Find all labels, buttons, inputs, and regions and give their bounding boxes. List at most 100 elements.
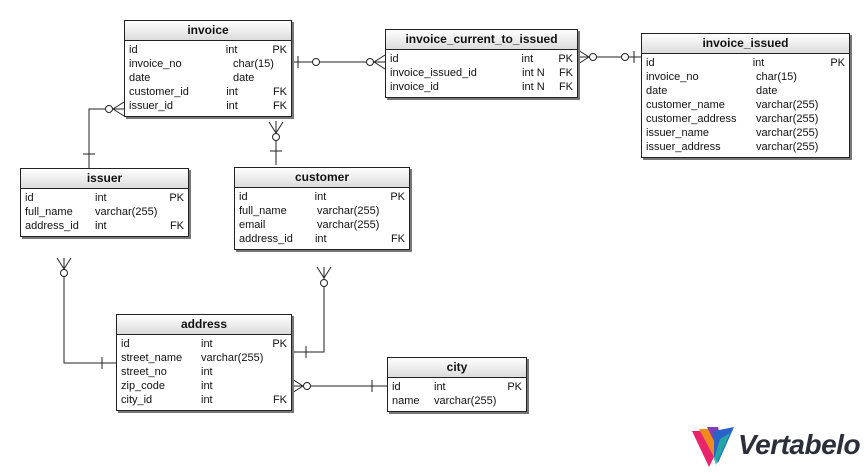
column-name: invoice_no xyxy=(646,71,699,83)
column-key: FK xyxy=(272,394,287,406)
column-type: int xyxy=(314,191,327,203)
column-name: date xyxy=(129,72,151,84)
column-type: int N xyxy=(522,81,545,93)
column-key: PK xyxy=(558,53,573,65)
table-title: address xyxy=(117,315,291,335)
column-name: name xyxy=(392,395,420,407)
column-name: date xyxy=(646,85,668,97)
column-name: address_id xyxy=(239,233,293,245)
column-type: varchar(255) xyxy=(756,127,819,139)
column-type: varchar(255) xyxy=(317,219,380,231)
column-name: full_name xyxy=(239,205,287,217)
column-key: FK xyxy=(272,100,287,112)
column-row[interactable]: id int PK xyxy=(646,56,845,70)
column-name: street_name xyxy=(121,352,183,364)
column-row[interactable]: invoice_no char(15) xyxy=(129,57,287,71)
column-type: int xyxy=(226,86,238,98)
table-title: city xyxy=(388,358,526,378)
column-type: varchar(255) xyxy=(317,205,380,217)
column-name: id xyxy=(390,53,399,65)
column-type: varchar(255) xyxy=(756,141,819,153)
column-name: city_id xyxy=(121,394,153,406)
column-type: int xyxy=(752,57,765,69)
table-title: invoice_issued xyxy=(642,34,849,54)
column-row[interactable]: full_name varchar(255) xyxy=(239,204,405,218)
column-name: id xyxy=(129,44,138,56)
column-type: int xyxy=(314,233,327,245)
column-row[interactable]: invoice_no char(15) xyxy=(646,70,845,84)
column-name: id xyxy=(239,191,248,203)
column-key: PK xyxy=(507,381,522,393)
vertabelo-mark-icon xyxy=(692,427,734,467)
column-row[interactable]: issuer_address varchar(255) xyxy=(646,140,845,154)
brand-name: Vertabelo xyxy=(738,429,861,460)
column-key: PK xyxy=(830,57,845,69)
column-type: int xyxy=(201,366,213,378)
column-type: int N xyxy=(522,67,545,79)
column-name: customer_address xyxy=(646,113,737,125)
table-title: customer xyxy=(235,168,409,188)
column-key: FK xyxy=(558,81,573,93)
column-type: int xyxy=(95,192,107,204)
column-name: id xyxy=(25,192,34,204)
column-name: street_no xyxy=(121,366,167,378)
column-type: int xyxy=(225,44,238,56)
column-name: id xyxy=(646,57,655,69)
column-row[interactable]: street_no int xyxy=(121,365,287,379)
column-type: varchar(255) xyxy=(756,113,819,125)
column-type: char(15) xyxy=(233,58,274,70)
column-key: FK xyxy=(169,220,184,232)
column-name: address_id xyxy=(25,220,79,232)
column-name: invoice_no xyxy=(129,58,182,70)
column-type: int xyxy=(201,380,213,392)
column-type: varchar(255) xyxy=(95,206,158,218)
column-row[interactable]: email varchar(255) xyxy=(239,218,405,232)
column-type: date xyxy=(233,72,255,84)
column-key: FK xyxy=(390,233,405,245)
column-name: invoice_id xyxy=(390,81,439,93)
column-type: int xyxy=(201,338,213,350)
table-title: issuer xyxy=(21,169,188,189)
table-title: invoice_current_to_issued xyxy=(386,30,577,50)
column-name: id xyxy=(121,338,130,350)
column-row[interactable]: address_id int FK xyxy=(239,232,405,246)
column-name: email xyxy=(239,219,266,231)
column-row[interactable]: date date xyxy=(129,71,287,85)
column-row[interactable]: customer_address varchar(255) xyxy=(646,112,845,126)
vertabelo-logo: Vertabelo xyxy=(690,425,865,469)
column-type: char(15) xyxy=(756,71,797,83)
column-name: issuer_address xyxy=(646,141,721,153)
column-name: customer_name xyxy=(646,99,725,111)
table-invoice-issued[interactable]: invoice_issued id int PK invoice_no char(15)… xyxy=(641,33,850,158)
column-key: FK xyxy=(272,86,287,98)
column-row[interactable]: invoice_id int N FK xyxy=(390,80,573,94)
